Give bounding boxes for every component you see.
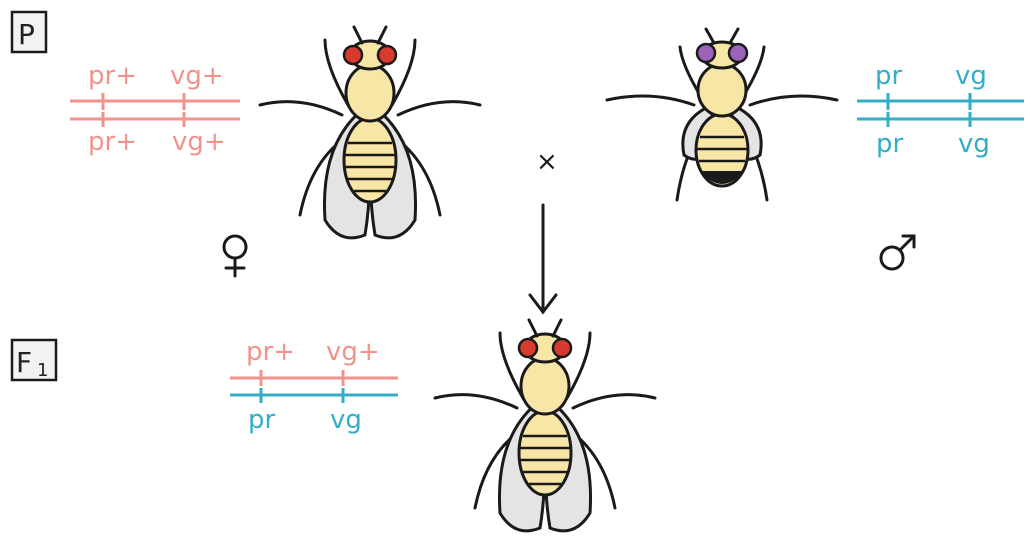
cross-symbol: × <box>536 147 558 177</box>
male-bottom-right-allele: vg <box>958 129 990 159</box>
male-fly <box>605 27 839 202</box>
f1-chromosomes: pr+ vg+ pr vg <box>230 337 398 435</box>
f1-left-eye <box>517 337 539 359</box>
female-chromosomes: pr+ vg+ pr+ vg+ <box>70 61 240 157</box>
f1-fly <box>433 318 657 533</box>
f1-top-right-allele: vg+ <box>326 337 380 367</box>
male-bottom-left-allele: pr <box>876 129 904 159</box>
female-bottom-right-allele: vg+ <box>172 127 226 157</box>
generation-f1-subscript: 1 <box>37 360 48 381</box>
female-bottom-left-allele: pr+ <box>88 127 137 157</box>
female-fly <box>258 25 482 240</box>
female-top-right-allele: vg+ <box>170 61 224 91</box>
male-top-right-allele: vg <box>955 61 987 91</box>
female-symbol <box>222 234 248 278</box>
generation-f1-letter: F <box>16 346 32 379</box>
generation-p-label: P <box>10 10 48 54</box>
down-arrow-icon <box>528 203 558 315</box>
f1-bottom-right-allele: vg <box>330 405 362 435</box>
female-left-eye <box>342 44 364 66</box>
generation-f1-label: F 1 <box>10 338 58 382</box>
male-right-eye <box>727 42 749 64</box>
f1-bottom-left-allele: pr <box>248 405 276 435</box>
female-right-eye <box>376 44 398 66</box>
male-symbol <box>879 234 916 271</box>
female-top-left-allele: pr+ <box>88 61 137 91</box>
f1-top-left-allele: pr+ <box>246 337 295 367</box>
f1-right-eye <box>551 337 573 359</box>
generation-p-text: P <box>18 18 35 51</box>
male-left-eye <box>695 42 717 64</box>
male-chromosomes: pr vg pr vg <box>857 61 1024 159</box>
male-top-left-allele: pr <box>875 61 903 91</box>
